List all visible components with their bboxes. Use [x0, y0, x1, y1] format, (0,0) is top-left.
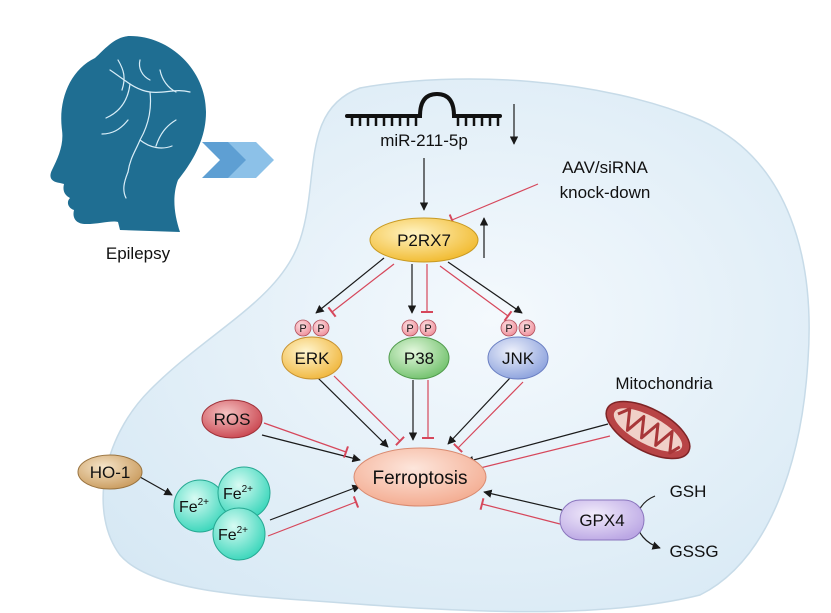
human-head-brain-icon — [50, 36, 206, 232]
jnk-phospho-1: P — [505, 323, 512, 335]
ros-node: ROS — [201, 399, 263, 439]
mirna-hairpin-icon — [345, 91, 502, 126]
svg-text:Fe2+: Fe2+ — [223, 484, 253, 503]
jnk-inhibit-ferroptosis — [453, 381, 524, 453]
erk-phospho-1: P — [299, 323, 306, 335]
p2rx7-inhibit-jnk — [439, 265, 513, 322]
knock-down-label: knock-down — [560, 183, 651, 202]
p2rx7-inhibit-erk — [327, 263, 395, 318]
gpx4-label: GPX4 — [579, 511, 624, 530]
aav-inhibit-p2rx7 — [448, 183, 539, 226]
gpx4-inhibit-ferroptosis — [479, 497, 561, 525]
gssg-label: GSSG — [669, 542, 718, 561]
ros-label: ROS — [214, 410, 251, 429]
p2rx7-to-erk-arrow — [315, 257, 385, 314]
aav-sirna-label: AAV/siRNA — [562, 158, 648, 177]
gpx4-to-ferroptosis-arrow — [483, 489, 563, 511]
jnk-label: JNK — [502, 349, 535, 368]
erk-label: ERK — [295, 349, 331, 368]
gsh-label: GSH — [670, 482, 707, 501]
mitochondria-icon — [605, 400, 691, 460]
fe-to-ferroptosis-arrow — [269, 484, 361, 521]
ferroptosis-label: Ferroptosis — [372, 468, 467, 489]
mito-inhibit-ferroptosis — [469, 435, 611, 477]
fe-ion-1-charge: 2+ — [198, 497, 210, 508]
fe-ion-3-symbol: Fe — [218, 527, 237, 544]
fe-ion-2-symbol: Fe — [223, 486, 242, 503]
ho1-to-fe-arrow — [139, 476, 173, 496]
mito-to-ferroptosis-arrow — [465, 423, 609, 465]
fe-ion-1-symbol: Fe — [179, 499, 198, 516]
fe-ion-3-charge: 2+ — [237, 525, 249, 536]
svg-text:Fe2+: Fe2+ — [179, 497, 209, 516]
jnk-node: P P JNK — [487, 319, 549, 380]
ros-inhibit-ferroptosis — [263, 422, 349, 458]
jnk-to-ferroptosis-arrow — [447, 377, 511, 445]
fe-inhibit-ferroptosis — [267, 496, 360, 537]
svg-text:Fe2+: Fe2+ — [218, 525, 248, 544]
p38-label: P38 — [404, 349, 434, 368]
double-chevron-right-icon — [202, 142, 274, 178]
fe-ion-3: Fe2+ — [212, 507, 266, 561]
ho1-node: HO-1 — [77, 454, 143, 490]
cell-membrane — [102, 78, 810, 613]
mirna-label: miR-211-5p — [380, 131, 468, 150]
mitochondria-label: Mitochondria — [615, 374, 713, 393]
ferroptosis-node: Ferroptosis — [353, 447, 487, 507]
p38-phospho-2: P — [424, 323, 431, 335]
p2rx7-to-jnk-arrow — [447, 261, 523, 314]
erk-phospho-2: P — [317, 323, 324, 335]
jnk-phospho-2: P — [523, 323, 530, 335]
gpx4-node: GPX4 — [559, 499, 645, 541]
p38-node: P P P38 — [388, 319, 450, 380]
epilepsy-label: Epilepsy — [106, 244, 171, 263]
fe-ion-2: Fe2+ — [217, 466, 271, 520]
fe-ion-2-charge: 2+ — [242, 484, 254, 495]
ho1-label: HO-1 — [90, 463, 131, 482]
p2rx7-node: P2RX7 — [369, 217, 479, 263]
p2rx7-label: P2RX7 — [397, 231, 451, 250]
p38-phospho-1: P — [406, 323, 413, 335]
erk-node: P P ERK — [281, 319, 343, 380]
fe-ion-1: Fe2+ — [173, 479, 227, 533]
erk-to-ferroptosis-arrow — [317, 377, 389, 448]
erk-inhibit-ferroptosis — [333, 375, 405, 446]
